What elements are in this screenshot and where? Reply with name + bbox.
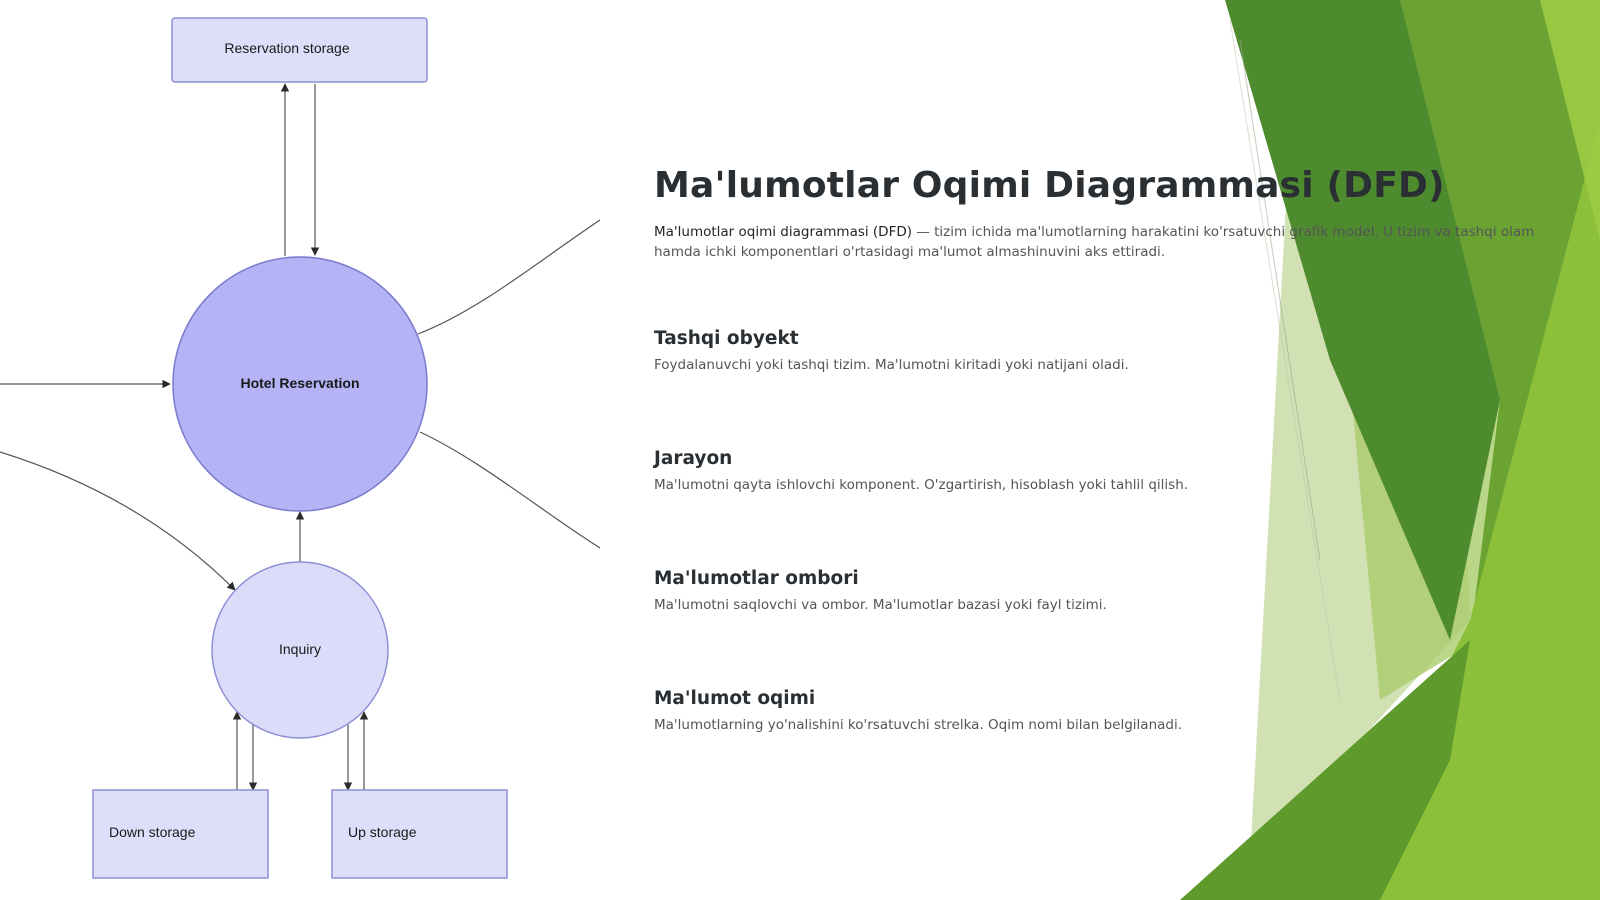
green-bright-wedge [1330, 120, 1600, 900]
section-heading: Jarayon [654, 448, 733, 469]
intro-text: — tizim ichida ma'lumotlarning harakatin… [654, 224, 1535, 260]
down-storage-label: Down storage [109, 824, 196, 840]
slide-title: Ma'lumotlar Oqimi Diagrammasi (DFD) [654, 165, 1445, 206]
down-storage-node: Down storage [92, 789, 269, 879]
green-light-right-strip [1540, 0, 1600, 240]
thin-line-2 [1229, 19, 1341, 701]
inquiry-label: Inquiry [279, 641, 321, 657]
dfd-diagram: Reservation storage Hotel Reservation In… [0, 17, 600, 879]
thin-line-1 [1239, 39, 1321, 561]
flow-curve-lower-right [419, 431, 600, 549]
section-text: Foydalanuvchi yoki tashqi tizim. Ma'lumo… [654, 357, 1129, 373]
section-data-flow: Ma'lumot oqimi Ma'lumotlarning yo'nalish… [654, 688, 1354, 733]
reservation-storage-node: Reservation storage [171, 17, 428, 83]
intro-term: Ma'lumotlar oqimi diagrammasi (DFD) [654, 224, 913, 240]
hotel-reservation-process-node: Hotel Reservation [172, 256, 428, 512]
up-storage-node: Up storage [331, 789, 508, 879]
green-lower-wedge [1180, 640, 1470, 900]
flow-curve-left-to-inquiry [0, 451, 236, 591]
section-heading: Tashqi obyekt [654, 328, 799, 349]
section-data-store: Ma'lumotlar ombori Ma'lumotni saqlovchi … [654, 568, 1354, 613]
flow-curve-upper-right [417, 219, 600, 335]
intro-paragraph: Ma'lumotlar oqimi diagrammasi (DFD) — ti… [654, 222, 1544, 262]
inquiry-process-node: Inquiry [211, 561, 389, 739]
section-external-entity: Tashqi obyekt Foydalanuvchi yoki tashqi … [654, 328, 1354, 373]
section-text: Ma'lumotni saqlovchi va ombor. Ma'lumotl… [654, 597, 1107, 613]
section-text: Ma'lumotni qayta ishlovchi komponent. O'… [654, 477, 1189, 493]
slide-content: Ma'lumotlar Oqimi Diagrammasi (DFD) Ma'l… [654, 165, 1554, 733]
section-heading: Ma'lumot oqimi [654, 688, 816, 709]
green-dark-band [1225, 0, 1500, 640]
hotel-reservation-label: Hotel Reservation [240, 375, 359, 391]
section-heading: Ma'lumotlar ombori [654, 568, 859, 589]
section-process: Jarayon Ma'lumotni qayta ishlovchi kompo… [654, 448, 1354, 493]
section-text: Ma'lumotlarning yo'nalishini ko'rsatuvch… [654, 717, 1183, 733]
up-storage-label: Up storage [348, 824, 417, 840]
reservation-storage-label: Reservation storage [224, 40, 350, 56]
